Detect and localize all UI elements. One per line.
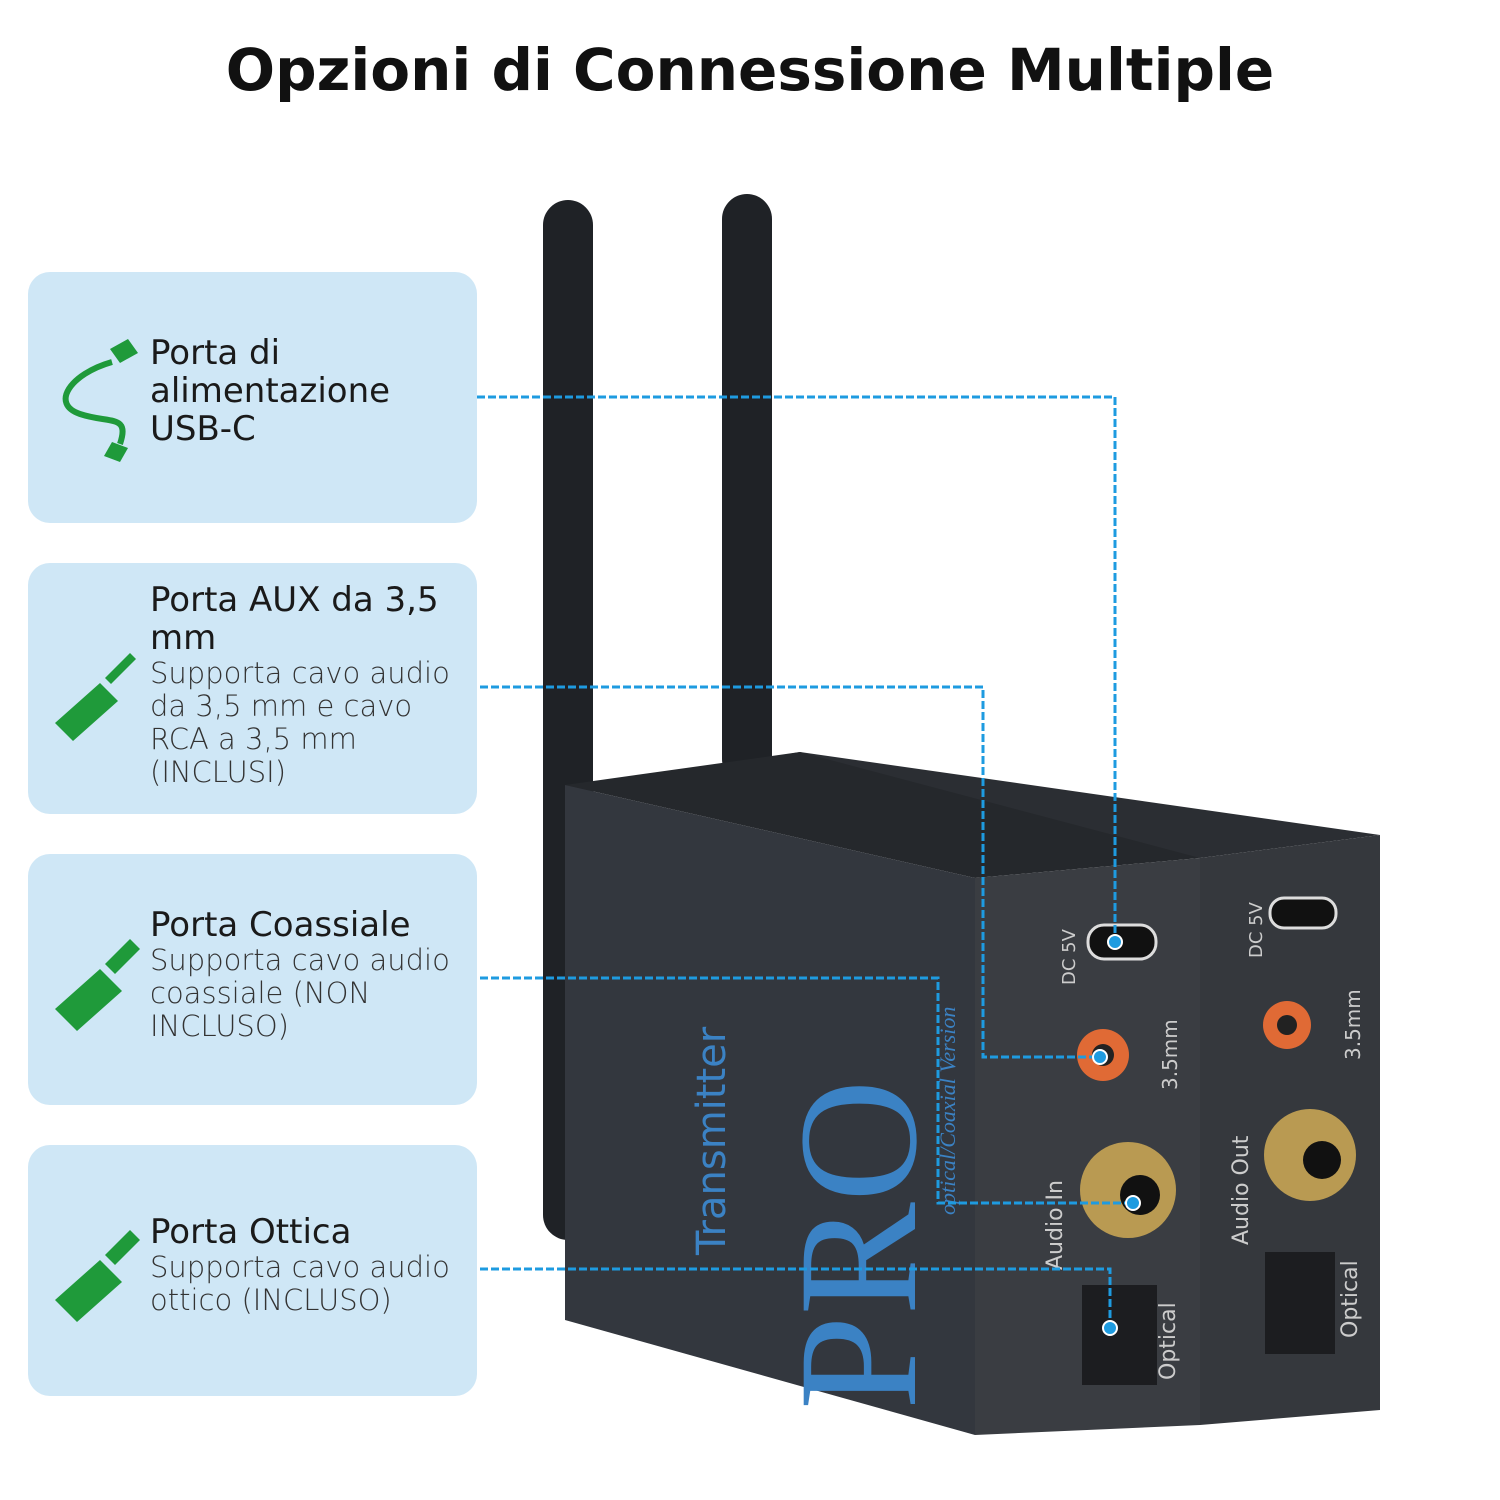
feature-description: Supporta cavo audio da 3,5 mm e cavo RCA… xyxy=(150,656,450,789)
feature-card-optical: Porta Ottica Supporta cavo audio ottico … xyxy=(28,1145,477,1396)
svg-text:3.5mm: 3.5mm xyxy=(1158,1019,1182,1090)
optical-port xyxy=(1082,1285,1157,1385)
svg-text:Optical: Optical xyxy=(1156,1302,1181,1380)
optical-plug-icon xyxy=(55,1230,140,1322)
transmitter-top xyxy=(565,752,1200,878)
feature-heading: Porta Coassiale xyxy=(150,905,411,945)
feature-description: Supporta cavo audio ottico (INCLUSO) xyxy=(150,1250,450,1317)
receiver-optical-port xyxy=(1265,1252,1335,1354)
connector-dot xyxy=(1125,1195,1141,1211)
feature-heading: Porta di alimentazione USB-C xyxy=(150,333,391,449)
antenna-right xyxy=(722,194,772,784)
connector-dot xyxy=(1092,1049,1108,1065)
page-title: Opzioni di Connessione Multiple xyxy=(225,36,1275,104)
svg-text:Audio In: Audio In xyxy=(1043,1180,1068,1270)
feature-description: Supporta cavo audio coassiale (NON INCLU… xyxy=(150,943,450,1043)
feature-heading: Porta AUX da 3,5 mm xyxy=(150,580,439,658)
receiver-usb-c-port xyxy=(1268,896,1338,930)
svg-text:DC 5V: DC 5V xyxy=(1246,901,1267,958)
feature-heading: Porta Ottica xyxy=(150,1212,352,1252)
feature-card-coaxial: Porta Coassiale Supporta cavo audio coas… xyxy=(28,854,477,1105)
brand-logo: PRO xyxy=(764,1079,952,1410)
svg-text:Optical: Optical xyxy=(1338,1260,1363,1338)
connector-aux xyxy=(480,685,1100,1059)
svg-text:DC 5V: DC 5V xyxy=(1059,928,1080,985)
svg-text:3.5mm: 3.5mm xyxy=(1341,989,1365,1060)
usb-c-cable-icon xyxy=(62,339,138,462)
feature-card-aux: Porta AUX da 3,5 mm Supporta cavo audio … xyxy=(28,563,477,814)
connector-dot xyxy=(1102,1320,1118,1336)
connector-optical xyxy=(480,1267,1112,1328)
model-label: Transmitter xyxy=(689,1026,735,1256)
connector-dot xyxy=(1107,934,1123,950)
coaxial-plug-icon xyxy=(55,939,140,1031)
feature-card-usb-c: Porta di alimentazione USB-C xyxy=(28,272,477,523)
aux-jack-icon xyxy=(55,653,136,741)
transmitter-side xyxy=(565,785,975,1435)
connector-usb-c xyxy=(477,395,1117,942)
svg-text:Audio Out: Audio Out xyxy=(1229,1135,1254,1245)
